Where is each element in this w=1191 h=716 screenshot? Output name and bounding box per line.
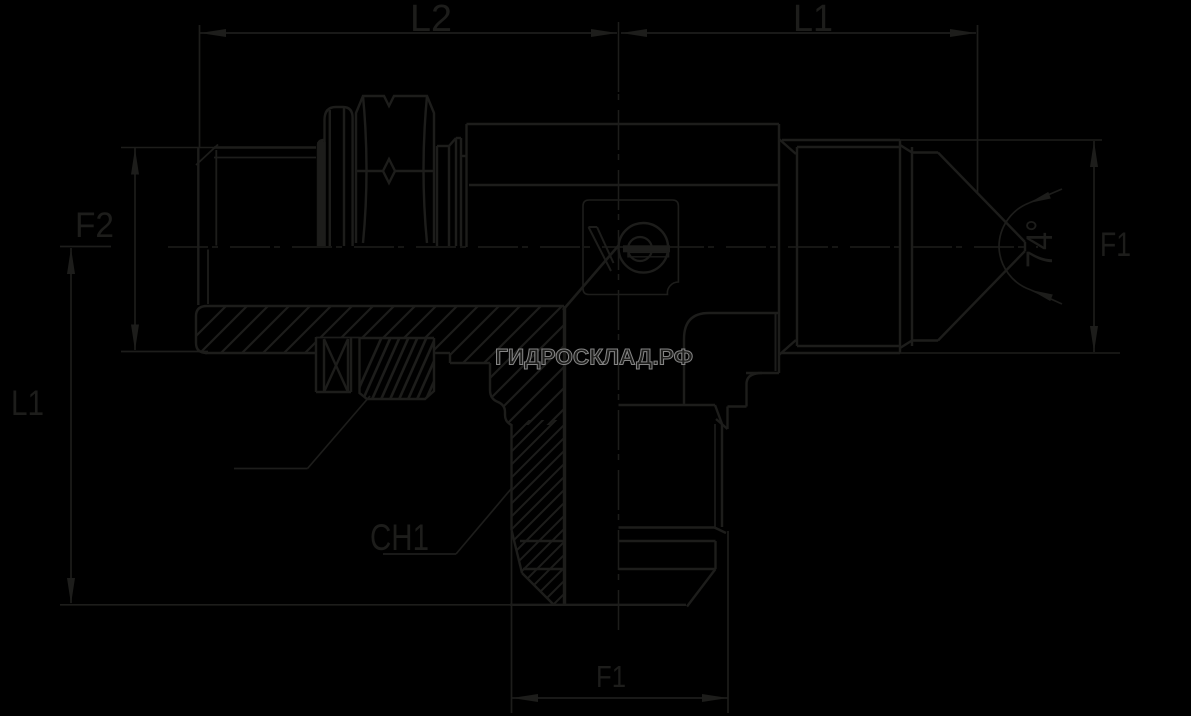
svg-text:CH1: CH1 xyxy=(370,517,429,558)
svg-text:74°: 74° xyxy=(1019,219,1060,268)
svg-text:F1: F1 xyxy=(1100,226,1131,264)
svg-text:L2: L2 xyxy=(410,0,452,40)
svg-text:F2: F2 xyxy=(75,206,114,245)
svg-text:ГИДРОСКЛАД.РФ: ГИДРОСКЛАД.РФ xyxy=(495,345,693,370)
svg-text:L1: L1 xyxy=(11,384,44,423)
svg-text:L1: L1 xyxy=(793,0,833,40)
svg-text:F1: F1 xyxy=(596,659,626,694)
